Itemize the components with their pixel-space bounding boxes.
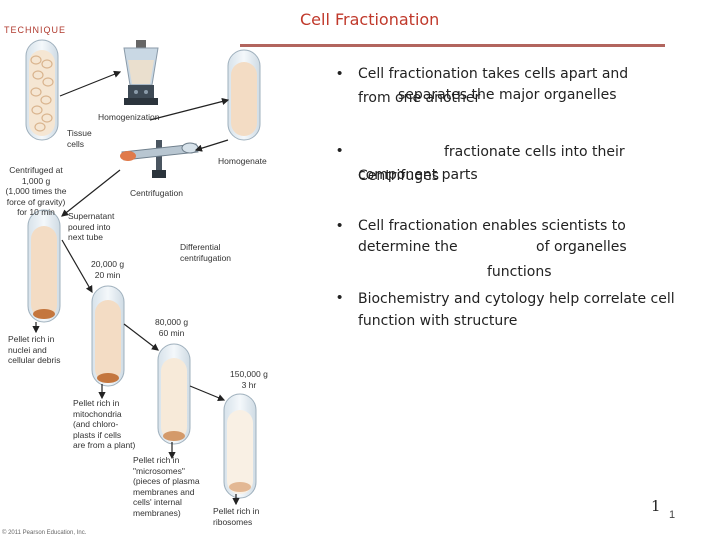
- homogenate-tube: [227, 49, 261, 141]
- copyright: © 2011 Pearson Education, Inc.: [2, 530, 87, 536]
- bullet-4-line-2: function with structure: [358, 313, 518, 329]
- bullet-1-line-1: Cell fractionation takes cells apart and: [358, 66, 629, 82]
- tube-1000g: [27, 209, 61, 323]
- tube-80000g: [157, 343, 191, 445]
- section-label: TECHNIQUE: [4, 25, 67, 35]
- bullet-1-line-2-overlay: separates the major organelles: [398, 87, 617, 103]
- bullet-1-line-2: from one another: [358, 90, 481, 106]
- label-centrifugation: Centrifugation: [130, 188, 183, 198]
- bullet-marker: •: [337, 289, 343, 306]
- label-homogenate: Homogenate: [218, 156, 267, 166]
- label-pellet-microsomes: Pellet rich in"microsomes" (pieces of pl…: [133, 455, 200, 518]
- title-divider: [240, 44, 665, 47]
- page-number-large: 1: [651, 497, 661, 515]
- page-number-small: 1: [669, 509, 676, 521]
- tube-20000g: [91, 285, 125, 387]
- bullet-3-line-2a: determine the: [358, 239, 458, 255]
- centrifuge-rotor: [120, 140, 199, 178]
- label-homogenization: Homogenization: [98, 112, 160, 122]
- page-title: Cell Fractionation: [300, 10, 440, 29]
- bullet-2-line-2-overlay: Centrifuges: [358, 168, 439, 184]
- bullet-2-line-1: fractionate cells into their: [444, 144, 625, 160]
- bullet-3-line-3: functions: [487, 264, 552, 280]
- bullet-marker: •: [337, 142, 343, 159]
- tissue-tube: [25, 39, 59, 141]
- bullet-3-line-1: Cell fractionation enables scientists to: [358, 218, 626, 234]
- tube-150000g: [223, 393, 257, 499]
- bullet-marker: •: [337, 65, 343, 82]
- bullet-4-line-1: Biochemistry and cytology help correlate…: [358, 291, 675, 307]
- bullet-3-line-2b: of organelles: [536, 239, 627, 255]
- bullet-2-line-2: component parts: [358, 167, 478, 183]
- bullet-marker: •: [337, 217, 343, 234]
- blender: [123, 40, 159, 105]
